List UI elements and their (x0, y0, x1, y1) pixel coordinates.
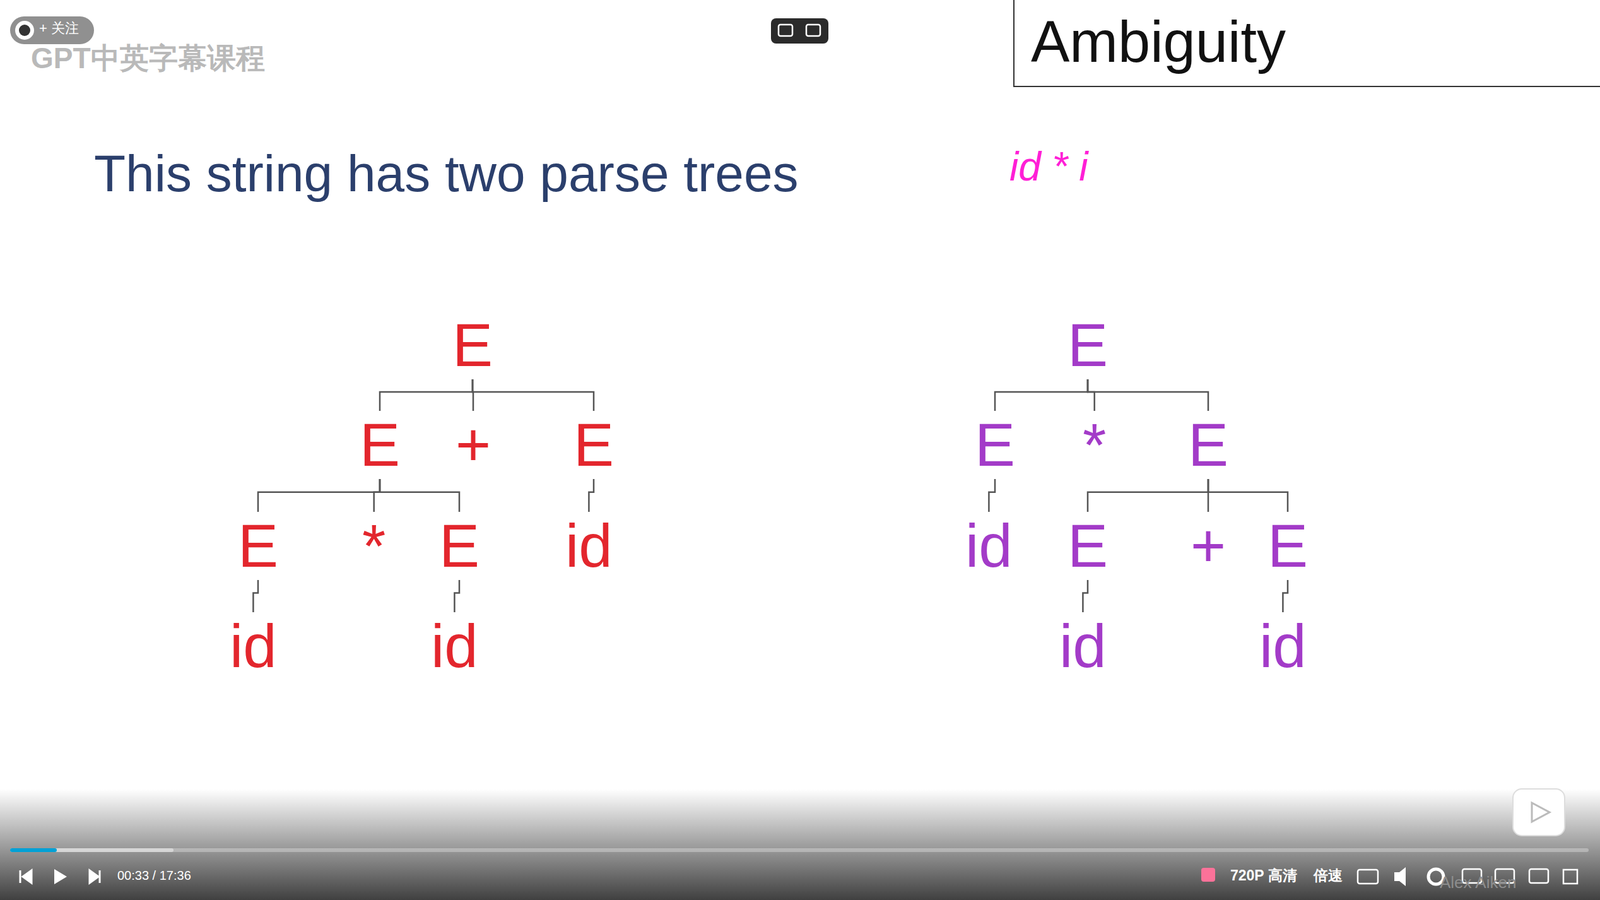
tree-symbol: E (1063, 512, 1112, 579)
tree-symbol: + (451, 411, 495, 478)
subtitle-icon (1357, 869, 1378, 884)
tree-branch (1087, 379, 1095, 411)
tree-symbol: id (961, 512, 1017, 579)
follow-pill (10, 16, 95, 45)
tree-symbol: E (1263, 512, 1312, 579)
symbol-text: E (974, 414, 1016, 476)
tree-symbol: E (234, 512, 283, 579)
symbol-text: E (1267, 515, 1308, 577)
tree-symbol: * (1078, 411, 1110, 478)
symbol-text: E (237, 515, 279, 577)
tree-branch (379, 478, 460, 512)
tree-symbol: id (427, 613, 483, 679)
overlay-buttons (770, 18, 829, 44)
tree-branch (379, 379, 473, 411)
time-display: 00:33 / 17:36 (117, 868, 192, 883)
watermark: GPT中英字幕课程 (30, 41, 265, 76)
symbol-text: E (1188, 414, 1229, 476)
next-icon (89, 870, 100, 883)
avatar (15, 20, 35, 40)
symbol-text: * (1082, 414, 1106, 476)
progress-buffer (10, 847, 174, 852)
tree-branch (252, 579, 259, 612)
tree-branch (454, 579, 460, 612)
tv-icon (1512, 788, 1565, 836)
tree-branch (988, 478, 995, 512)
tree-symbol: E (448, 312, 497, 378)
tree-symbol: E (435, 512, 484, 579)
tree-symbol: E (1063, 312, 1112, 378)
slide-heading: This string has two parse trees (94, 143, 799, 204)
play-icon (54, 868, 67, 884)
progress-track (10, 847, 1589, 852)
symbol-text: id (1059, 615, 1107, 677)
tree-symbol: * (358, 512, 390, 579)
handwritten-note: id * i (1009, 143, 1089, 191)
slide-title: Ambiguity (1030, 10, 1286, 74)
tree-symbol: E (569, 411, 618, 478)
symbol-text: E (1067, 515, 1108, 577)
title-box: Ambiguity (1013, 0, 1600, 88)
tree-symbol: E (1184, 411, 1233, 478)
tree-symbol: id (1255, 613, 1311, 679)
speed-button: 倍速 (1313, 866, 1343, 884)
tree-symbol: E (355, 411, 404, 478)
tv-play (1531, 802, 1550, 822)
tree-symbol: id (1055, 613, 1111, 679)
tree-branch (588, 478, 594, 512)
watermark: Alex Aiken (1439, 873, 1517, 893)
tree-branch (472, 379, 594, 411)
prev-icon (20, 870, 32, 883)
symbol-text: E (573, 414, 614, 476)
symbol-text: E (359, 414, 400, 476)
quality-button: 720P 高清 (1230, 866, 1298, 884)
symbol-text: + (455, 414, 491, 476)
webfull-icon (1529, 868, 1549, 883)
avatar (18, 24, 31, 36)
symbol-text: id (965, 515, 1013, 577)
tree-symbol: id (225, 613, 281, 679)
tree-branch (994, 379, 1088, 411)
follow-button: + 关注 (39, 20, 79, 36)
tree-branch (374, 478, 380, 512)
progress-played (10, 847, 57, 852)
volume-icon (1394, 866, 1406, 886)
symbol-text: id (565, 515, 613, 577)
fullscreen-icon (1563, 869, 1578, 884)
tree-branch (1087, 379, 1209, 411)
symbol-text: + (1190, 515, 1226, 577)
tree-symbol: + (1186, 512, 1230, 579)
symbol-text: E (439, 515, 480, 577)
tree-branch (1082, 579, 1088, 612)
symbol-text: * (362, 515, 386, 577)
tree-branch (1282, 579, 1288, 612)
symbol-text: id (1259, 615, 1307, 677)
tree-branch (1087, 478, 1209, 512)
symbol-text: E (452, 314, 493, 376)
control-shade (0, 788, 1600, 900)
tree-branch (258, 478, 380, 512)
symbol-text: id (229, 615, 277, 677)
symbol-text: id (430, 615, 479, 677)
cast-icon (806, 24, 821, 36)
tree-branch (1208, 478, 1288, 512)
pip-icon (778, 24, 793, 36)
ai-icon (1201, 867, 1216, 882)
symbol-text: E (1067, 314, 1108, 376)
tree-symbol: id (561, 512, 617, 579)
tree-symbol: E (970, 411, 1019, 478)
